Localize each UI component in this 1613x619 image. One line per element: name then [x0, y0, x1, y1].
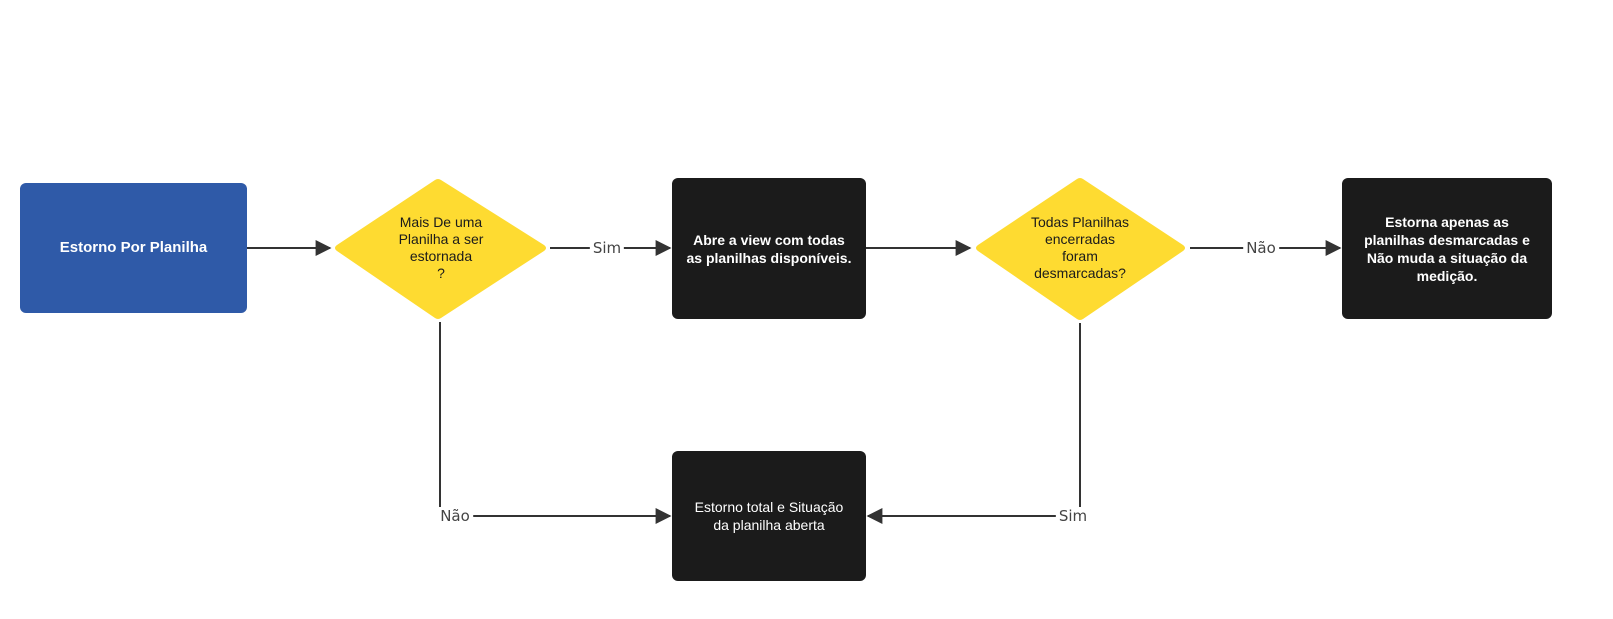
- open-view-node[interactable]: Abre a view com todas as planilhas dispo…: [672, 178, 866, 319]
- start-node[interactable]: Estorno Por Planilha: [20, 183, 247, 313]
- total-reversal-node[interactable]: Estorno total e Situação da planilha abe…: [672, 451, 866, 581]
- decision-multiple-label: Mais De uma Planilha a ser estornada ?: [398, 214, 484, 281]
- decision-multiple-label-box[interactable]: Mais De uma Planilha a ser estornada ?: [370, 195, 512, 301]
- edge-label-all-closed-no: Não: [1243, 239, 1279, 257]
- partial-reversal-label: Estorna apenas as planilhas desmarcadas …: [1364, 213, 1530, 284]
- decision-all-closed-label-box[interactable]: Todas Planilhas encerradas foram desmarc…: [1005, 196, 1155, 300]
- partial-reversal-node[interactable]: Estorna apenas as planilhas desmarcadas …: [1342, 178, 1552, 319]
- decision-diamond-all-closed: [976, 178, 1185, 320]
- edge-all-closed-yes: [866, 323, 1081, 524]
- total-reversal-label: Estorno total e Situação da planilha abe…: [694, 499, 844, 533]
- edge-label-multiple-no: Não: [437, 507, 473, 525]
- edge-label-multiple-yes: Sim: [589, 239, 625, 257]
- decision-all-closed-label: Todas Planilhas encerradas foram desmarc…: [1030, 214, 1130, 281]
- edge-label-all-closed-yes: Sim: [1055, 507, 1091, 525]
- open-view-label: Abre a view com todas as planilhas dispo…: [686, 231, 852, 266]
- decision-diamond-multiple: [335, 179, 546, 319]
- edge-multiple-no: [439, 322, 672, 524]
- start-node-label: Estorno Por Planilha: [59, 239, 208, 256]
